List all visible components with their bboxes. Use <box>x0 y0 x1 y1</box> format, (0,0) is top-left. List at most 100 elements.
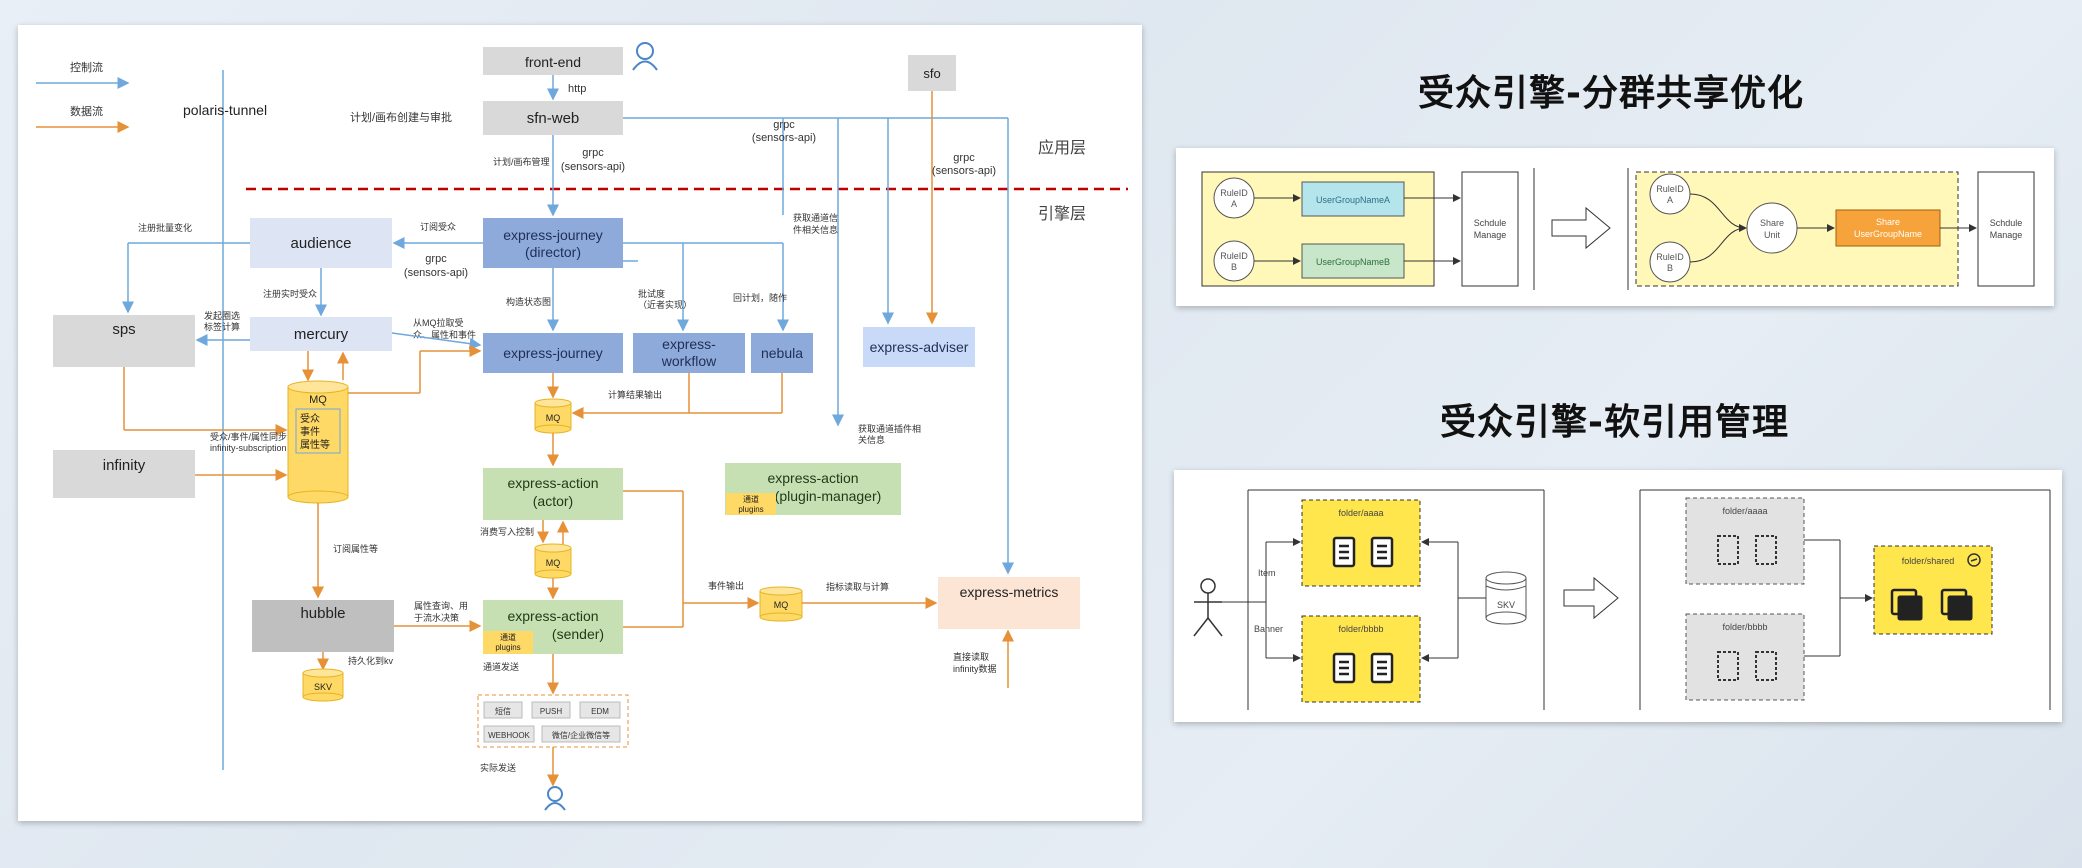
title-soft-reference: 受众引擎-软引用管理 <box>1440 402 1789 443</box>
audience-box <box>250 218 392 268</box>
share-ugn-2: UserGroupName <box>1854 229 1922 239</box>
link-icon <box>1967 553 1981 567</box>
mq-cylinder-1 <box>534 398 572 434</box>
folder-bbbb-grey-label: folder/bbbb <box>1722 622 1767 632</box>
journey-director-2: (director) <box>525 244 581 260</box>
sfo-box <box>908 55 956 91</box>
sub-audience-label: 订阅受众 <box>420 221 456 232</box>
rule-a-2: A <box>1231 199 1237 209</box>
rule-b-2: B <box>1231 262 1237 272</box>
workflow-box <box>633 333 745 373</box>
channel-sms-label: 短信 <box>495 706 511 716</box>
mq-big-1: 受众 <box>300 413 320 425</box>
infinity-box <box>53 450 195 498</box>
sync-2: infinity-subscription <box>210 443 287 453</box>
plan-result-label: 计算结果输出 <box>608 389 662 400</box>
placeholder-icon <box>1717 651 1777 681</box>
title-group-sharing: 受众引擎-分群共享优化 <box>1418 73 1804 114</box>
channel-sms <box>483 701 523 719</box>
metric-calc-label: 指标读取与计算 <box>826 581 889 592</box>
journey-director-box <box>483 218 623 268</box>
mq-cylinder-big <box>287 380 349 504</box>
document-icon <box>1332 536 1394 568</box>
sps-label: sps <box>112 321 135 338</box>
sub-attr-label: 订阅属性等 <box>333 543 378 554</box>
schedule-box-left <box>1461 171 1519 287</box>
infinity-read-2: infinity数据 <box>953 663 997 674</box>
transform-arrow <box>1551 206 1611 250</box>
user-figure-icon <box>1193 578 1223 637</box>
channel-wechat-label: 微信/企业微信等 <box>552 730 610 740</box>
soft-reference-panel: Item Banner folder/aaaa folder/bbbb SKV … <box>1174 470 2062 722</box>
skv-database-icon <box>1485 571 1527 625</box>
sender-plugins-box <box>483 631 533 654</box>
skv-cylinder <box>302 668 344 702</box>
architecture-diagram: 控制流 数据流 polaris-tunnel 应用层 引擎层 front-end… <box>36 42 1128 811</box>
rule-a-right-1: RuleID <box>1656 184 1684 194</box>
group-sharing-panel: RuleID A RuleID B UserGroupName A UserGro… <box>1176 148 2054 306</box>
engine-layer-label: 引擎层 <box>1038 205 1086 223</box>
build-state-label: 构造状态图 <box>506 296 551 307</box>
ugn-b-label: UserGroupNameB <box>1316 257 1390 267</box>
channel-plugins-2: plugins <box>738 505 763 514</box>
rule-a-right-2: A <box>1667 195 1673 205</box>
rule-b-1: RuleID <box>1220 251 1248 261</box>
sender-plugins-2: plugins <box>495 643 520 652</box>
sync-1: 受众/事件/属性同步 <box>210 431 287 442</box>
mq-big-3: 属性等 <box>300 438 330 451</box>
user-icon <box>632 42 658 71</box>
infinity-read-1: 直接读取 <box>953 651 989 662</box>
group-sharing-diagram: RuleID A RuleID B UserGroupName A UserGro… <box>1201 168 2035 290</box>
attr-query-2: 于流水决策 <box>414 612 459 623</box>
mq-2-label: MQ <box>546 558 561 568</box>
front-end-label: front-end <box>525 54 581 70</box>
plugin-info-1: 获取通道插件相 <box>858 423 921 434</box>
front-end-box <box>483 47 623 75</box>
register-realtime-label: 注册实时受众 <box>263 288 317 299</box>
folder-aaaa-grey-label: folder/aaaa <box>1722 506 1767 516</box>
channel-push <box>531 701 571 719</box>
actor-2: (actor) <box>533 493 573 509</box>
nebula-label: nebula <box>761 345 803 361</box>
folder-aaaa-grey <box>1685 497 1805 585</box>
soft-reference-diagram: Item Banner folder/aaaa folder/bbbb SKV … <box>1193 489 2051 710</box>
calc-1: 发起圈选 <box>204 310 240 321</box>
sps-box <box>53 315 195 367</box>
consume-label: 消费写入控制 <box>480 526 534 537</box>
hubble-label: hubble <box>300 605 345 622</box>
hubble-box <box>252 600 394 652</box>
folder-bbbb-grey <box>1685 613 1805 701</box>
placeholder-icon <box>1717 535 1777 565</box>
mq-pull-1: 从MQ拉取受 <box>413 317 464 328</box>
banner-label: Banner <box>1254 624 1283 634</box>
channel-push-label: PUSH <box>540 707 562 716</box>
audience-label: audience <box>291 235 352 252</box>
share-unit-2: Unit <box>1764 230 1781 240</box>
infinity-label: infinity <box>103 457 146 474</box>
grpc-left-1: grpc <box>582 147 604 159</box>
channel-plugins-1: 通道 <box>743 494 759 504</box>
mq-cylinder-3 <box>759 586 803 622</box>
rule-b-right-1: RuleID <box>1656 252 1684 262</box>
register-change-label: 注册批量变化 <box>138 222 192 233</box>
audience-grpc-1: grpc <box>425 253 447 265</box>
grpc-mid-1: grpc <box>773 119 795 131</box>
plugin-mgr-1: express-action <box>767 470 858 486</box>
folder-aaaa-box <box>1301 499 1421 587</box>
mq-3-label: MQ <box>774 600 789 610</box>
ugn-a-box <box>1301 181 1405 217</box>
rule-a-1: RuleID <box>1220 188 1248 198</box>
metrics-label: express-metrics <box>960 584 1059 600</box>
adviser-label: express-adviser <box>870 339 969 355</box>
actor-box <box>483 468 623 520</box>
share-unit-circle <box>1746 202 1798 254</box>
sfo-label: sfo <box>923 66 940 81</box>
rule-b-circle <box>1213 240 1255 282</box>
recycle-label: 回计划，随作 <box>733 292 787 303</box>
plugin-mgr-2: (plugin-manager) <box>775 488 882 504</box>
share-ugn-box <box>1835 209 1941 247</box>
batch-1: 批试度 <box>638 288 665 299</box>
schedule-left-2: Manage <box>1474 230 1507 240</box>
stacked-docs-icon <box>1890 588 1973 621</box>
app-layer-label: 应用层 <box>1038 138 1086 157</box>
